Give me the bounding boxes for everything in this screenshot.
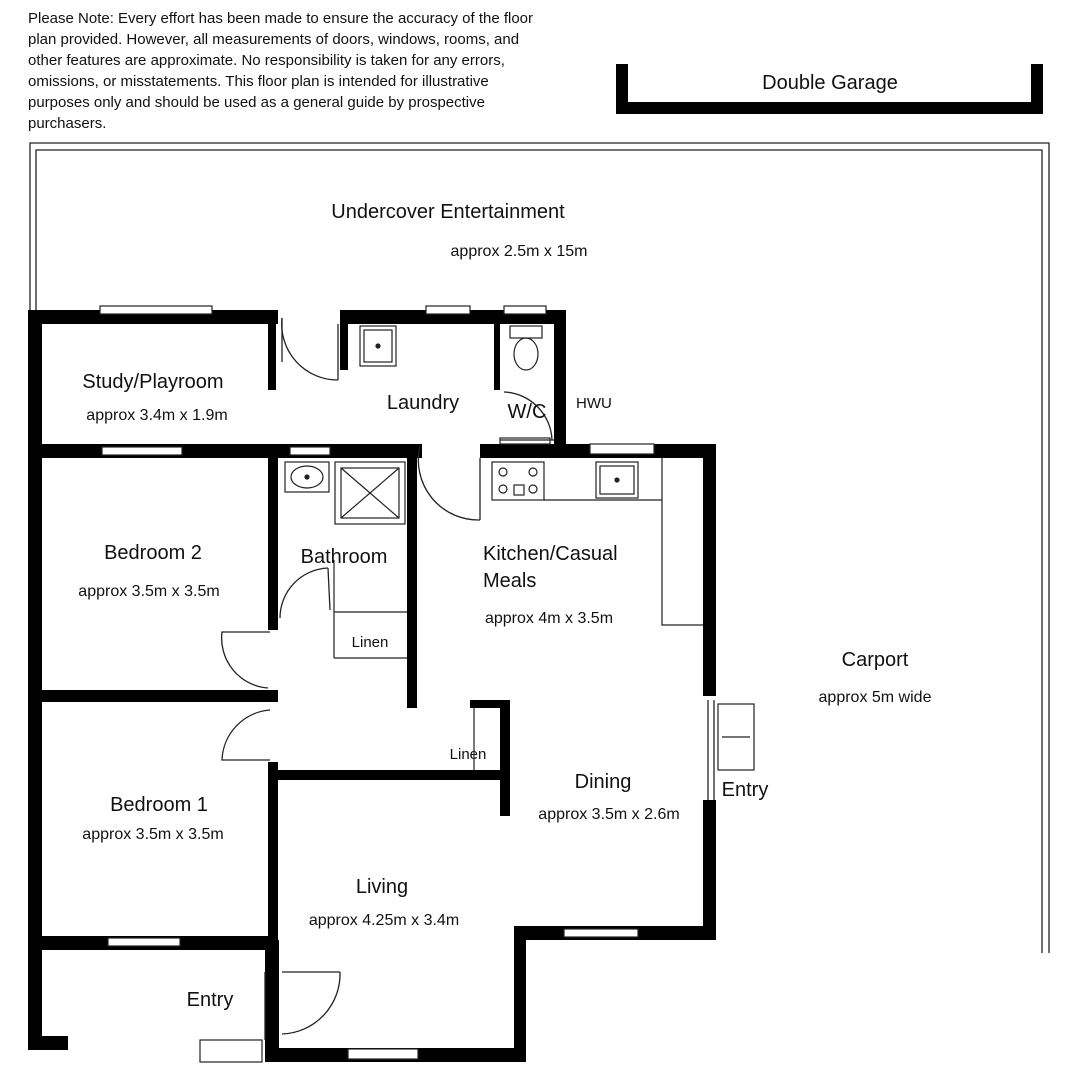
outline-outer <box>29 142 1050 953</box>
door-bedroom2 <box>220 631 270 689</box>
carport-label: Carport <box>842 649 909 671</box>
wall <box>265 940 279 1062</box>
undercover-size: approx 2.5m x 15m <box>451 243 588 260</box>
window <box>289 446 331 456</box>
kitchen-bench <box>544 458 703 626</box>
window <box>499 437 551 445</box>
wall <box>407 458 417 708</box>
garage-wall-bottom <box>616 102 1043 114</box>
wall <box>28 1036 68 1050</box>
bedroom2-label: Bedroom 2 <box>104 542 202 564</box>
cooktop-icon <box>491 461 545 501</box>
disclaimer-note: Please Note: Every effort has been made … <box>28 10 533 132</box>
window <box>503 305 547 315</box>
kitchen-sink-icon <box>595 461 639 499</box>
bedroom1-label: Bedroom 1 <box>110 794 208 816</box>
wall <box>278 770 504 780</box>
carport-size: approx 5m wide <box>819 689 932 706</box>
wall <box>268 458 278 630</box>
disclaimer-line: purchasers. <box>28 115 106 132</box>
window <box>589 443 655 455</box>
wall <box>703 444 716 696</box>
windows <box>99 305 655 1063</box>
undercover-label: Undercover Entertainment <box>331 201 565 223</box>
living-size: approx 4.25m x 3.4m <box>309 912 459 929</box>
window <box>563 928 639 938</box>
window <box>101 446 183 456</box>
window <box>425 305 471 315</box>
basin-icon <box>284 461 330 493</box>
kitchen-size: approx 4m x 3.5m <box>485 610 613 627</box>
window <box>199 1039 263 1063</box>
room-labels: Study/Playroom approx 3.4m x 1.9m Laundr… <box>78 371 768 1011</box>
window <box>107 937 181 947</box>
disclaimer-line: omissions, or misstatements. This floor … <box>28 73 489 90</box>
disclaimer-line: plan provided. However, all measurements… <box>28 31 519 48</box>
wall <box>494 310 500 390</box>
shower-icon <box>334 461 406 525</box>
garage-label: Double Garage <box>762 72 898 94</box>
kitchen-label-line2: Meals <box>483 570 536 592</box>
living-label: Living <box>356 876 408 898</box>
door-front <box>264 971 341 1040</box>
laundry-tub-icon <box>359 325 397 367</box>
door-bedroom1 <box>221 709 271 761</box>
linen2-label: Linen <box>450 746 487 763</box>
garage-wall-left <box>616 64 628 114</box>
dining-size: approx 3.5m x 2.6m <box>538 806 679 823</box>
hwu-label: HWU <box>576 395 612 412</box>
study-size: approx 3.4m x 1.9m <box>86 407 227 424</box>
wall <box>28 310 278 324</box>
laundry-label: Laundry <box>387 392 459 414</box>
window <box>347 1048 419 1060</box>
wall <box>28 690 278 702</box>
wall <box>554 310 566 450</box>
linen1-label: Linen <box>352 634 389 651</box>
bedroom1-size: approx 3.5m x 3.5m <box>82 826 223 843</box>
toilet-icon <box>509 325 543 371</box>
bedroom2-size: approx 3.5m x 3.5m <box>78 583 219 600</box>
door-bathroom <box>279 567 331 619</box>
dining-label: Dining <box>575 771 632 793</box>
window <box>99 305 213 315</box>
disclaimer-line: Please Note: Every effort has been made … <box>28 10 533 27</box>
side-entry-label: Entry <box>722 779 769 801</box>
wall <box>470 700 510 708</box>
fixtures <box>284 325 750 770</box>
garage-wall-right <box>1031 64 1043 114</box>
wall <box>268 762 278 942</box>
linen-cupboard-1 <box>333 560 407 659</box>
wc-label: W/C <box>508 401 547 423</box>
door-wc <box>500 391 554 441</box>
study-label: Study/Playroom <box>82 371 223 393</box>
wall <box>268 310 276 390</box>
door-undercover <box>281 317 339 381</box>
wall <box>500 700 510 816</box>
disclaimer-line: other features are approximate. No respo… <box>28 52 505 69</box>
double-garage: Double Garage <box>616 64 1043 114</box>
wall <box>514 926 526 1062</box>
bathroom-label: Bathroom <box>301 546 388 568</box>
wall <box>28 310 42 1050</box>
kitchen-label-line1: Kitchen/Casual <box>483 543 618 565</box>
disclaimer-line: purposes only and should be used as a ge… <box>28 94 485 111</box>
outdoor-outline <box>29 142 1050 953</box>
wall <box>340 310 348 370</box>
wall <box>28 444 422 458</box>
area-labels: Undercover Entertainment approx 2.5m x 1… <box>331 201 931 706</box>
door-laundry <box>417 445 481 521</box>
outline-inner <box>35 149 1043 953</box>
wall <box>703 800 716 940</box>
front-entry-label: Entry <box>187 989 234 1011</box>
